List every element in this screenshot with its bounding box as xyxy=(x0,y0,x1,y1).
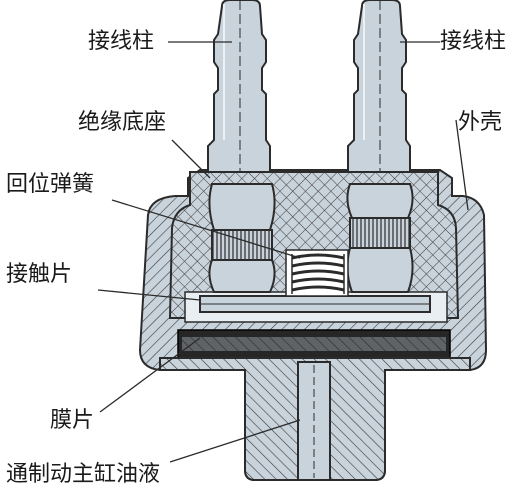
label-return-spring: 回位弹簧 xyxy=(6,172,95,197)
label-terminal-right: 接线柱 xyxy=(440,29,507,54)
label-brake-fluid: 通制动主缸油液 xyxy=(6,462,161,487)
leader-lines xyxy=(97,41,469,463)
label-terminal-left: 接线柱 xyxy=(88,29,155,54)
label-housing: 外壳 xyxy=(458,110,503,135)
label-insulating-base: 绝缘底座 xyxy=(78,110,167,135)
left-terminal-post xyxy=(207,0,276,293)
return-spring-part xyxy=(285,249,349,297)
label-diaphragm: 膜片 xyxy=(50,408,95,433)
contact-plate-part xyxy=(199,295,431,313)
right-terminal-post xyxy=(346,0,414,293)
label-contact-plate: 接触片 xyxy=(6,262,73,287)
diaphragm-part xyxy=(177,329,451,359)
